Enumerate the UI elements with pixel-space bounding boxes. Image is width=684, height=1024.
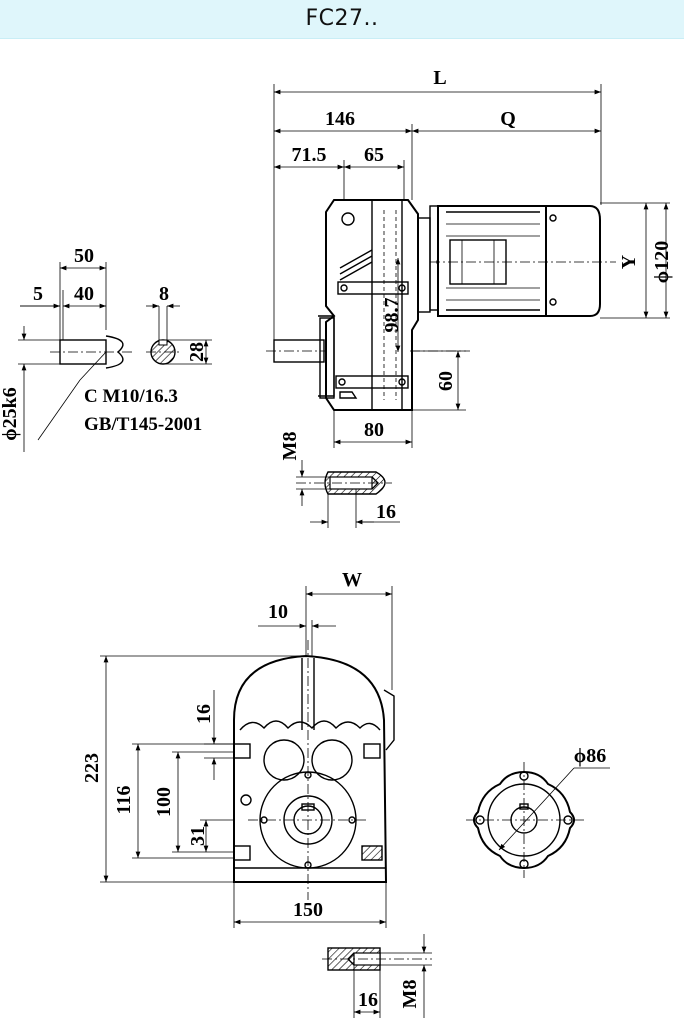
front-view: W 10 223 [81,569,395,928]
shaft-detail: 50 5 40 ϕ25k6 C M10/16.3 GB/T145-2001 8 … [0,245,212,452]
dim-98-7: 98.7 [381,298,403,333]
dim-10: 10 [268,601,288,623]
dim-16-bottom: 16 [358,989,378,1011]
model-title: FC27.. [305,6,379,31]
dim-phi120: ϕ120 [651,241,673,283]
dim-5: 5 [33,283,43,305]
dim-W: W [342,569,362,591]
thread-detail-bottom: M8 16 [322,934,432,1018]
dim-71-5: 71.5 [292,144,327,166]
motor-body [437,205,547,317]
dim-100: 100 [153,787,175,817]
dim-phi86: ϕ86 [574,745,606,767]
dim-80: 80 [364,419,384,441]
flange-view: ϕ86 [466,745,610,878]
center-hole-note-1: C M10/16.3 [84,386,178,407]
dim-Y: Y [618,254,640,269]
thread-detail-top: M8 16 [279,432,400,528]
dim-8: 8 [159,283,169,305]
dim-40: 40 [74,283,94,305]
center-hole-note-2: GB/T145-2001 [84,414,202,435]
dim-16-front: 16 [193,704,215,724]
dim-65: 65 [364,144,384,166]
dim-150: 150 [293,899,323,921]
dim-50: 50 [74,245,94,267]
dim-M8-top: M8 [279,432,301,461]
dim-L: L [433,67,446,89]
dim-Q: Q [500,108,516,130]
title-bar: FC27.. [0,0,684,39]
motor-fan-cover [545,205,601,317]
dim-phi25k6: ϕ25k6 [0,387,21,441]
dim-116: 116 [113,786,135,815]
dim-28: 28 [186,342,208,362]
dim-16-top: 16 [376,501,396,523]
dim-60: 60 [435,371,457,391]
dim-146: 146 [325,108,355,130]
front-housing [233,654,388,883]
side-view: L 146 Q 71.5 65 [266,67,673,448]
dim-M8-bottom: M8 [399,980,421,1009]
dim-223: 223 [81,753,103,783]
dim-31: 31 [187,826,209,846]
